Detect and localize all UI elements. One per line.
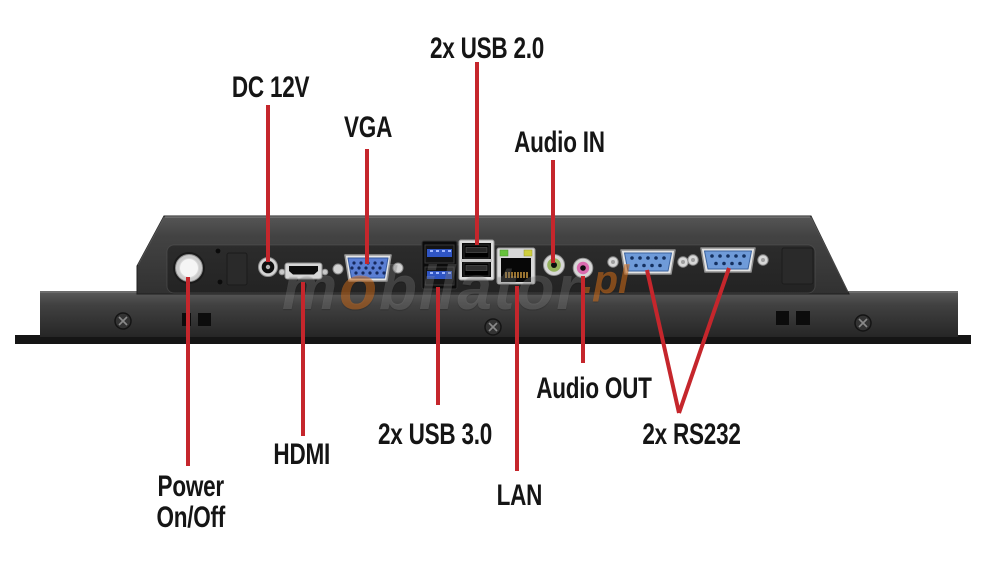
usb2-ports xyxy=(458,239,495,281)
audio-in-jack xyxy=(543,254,565,276)
dc-power-jack xyxy=(258,257,278,277)
label-power-line2: On/Off xyxy=(156,501,226,534)
label-power-line1: Power xyxy=(157,470,225,503)
chassis-flange xyxy=(15,335,971,344)
blank-plate xyxy=(215,248,248,286)
vga-port xyxy=(332,254,404,282)
usb3-ports xyxy=(421,240,458,290)
power-button xyxy=(173,252,205,284)
audio-out-jack xyxy=(572,257,594,279)
blank-cutout xyxy=(781,247,814,285)
hdmi-port xyxy=(278,262,329,280)
lan-port xyxy=(496,247,536,285)
